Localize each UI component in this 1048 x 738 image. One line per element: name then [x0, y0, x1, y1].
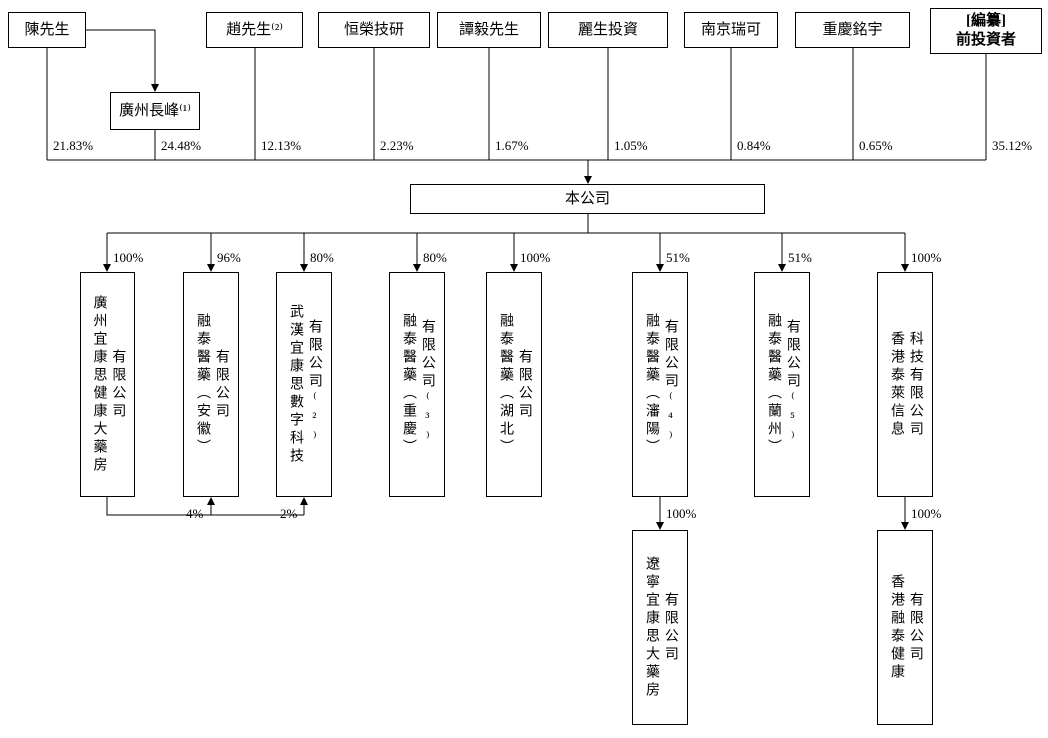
pct-zhao: 12.13% [261, 138, 302, 153]
subsidiary-label: 融泰醫藥（重慶） 有限公司⁽³⁾ [401, 312, 435, 457]
node-chongqing-mingyu: 重慶銘宇 [795, 12, 910, 48]
node-rongtai-chongqing: 融泰醫藥（重慶） 有限公司⁽³⁾ [389, 272, 445, 497]
pct-lisheng: 1.05% [614, 138, 648, 153]
pct-tanyi: 1.67% [495, 138, 529, 153]
pct-sub-4: 100% [520, 250, 551, 265]
node-lisheng-investment: 麗生投資 [548, 12, 668, 48]
node-rongtai-hubei: 融泰醫藥（湖北） 有限公司 [486, 272, 542, 497]
node-hengrong-tech: 恒榮技研 [318, 12, 430, 48]
node-rongtai-anhui: 融泰醫藥（安徽） 有限公司 [183, 272, 239, 497]
pct-hk-health: 100% [911, 506, 942, 521]
node-company: 本公司 [410, 184, 765, 214]
subsidiary-label: 融泰醫藥（瀋陽） 有限公司⁽⁴⁾ [644, 312, 678, 457]
pct-hengrong: 2.23% [380, 138, 414, 153]
subsidiary-label: 武漢宜康思數字科技 有限公司⁽²⁾ [288, 303, 322, 466]
subsidiary-label: 融泰醫藥（湖北） 有限公司 [498, 312, 532, 457]
subsidiary-label: 香港泰萊信息 科技有限公司 [889, 330, 923, 439]
pct-sub-0: 100% [113, 250, 144, 265]
pct-sub-5: 51% [666, 250, 690, 265]
node-liaoning-yikangsi-pharmacy: 遼寧宜康思大藥房 有限公司 [632, 530, 688, 725]
node-mr-tanyi: 譚毅先生 [437, 12, 541, 48]
subsidiary-label: 融泰醫藥（安徽） 有限公司 [195, 312, 229, 457]
pct-sub-2: 80% [310, 250, 334, 265]
pct-cross-2: 2% [280, 506, 298, 521]
pct-pre-investors: 35.12% [992, 138, 1033, 153]
pct-sub-6: 51% [788, 250, 812, 265]
subsidiary-label: 融泰醫藥（蘭州） 有限公司⁽⁵⁾ [766, 312, 800, 457]
node-hk-tailai-info: 香港泰萊信息 科技有限公司 [877, 272, 933, 497]
node-mr-zhao: 趙先生⁽²⁾ [206, 12, 303, 48]
subsidiary-label: 廣州宜康思健康大藥房 有限公司 [91, 294, 126, 475]
pct-nanjing: 0.84% [737, 138, 771, 153]
node-rongtai-shenyang: 融泰醫藥（瀋陽） 有限公司⁽⁴⁾ [632, 272, 688, 497]
node-guangzhou-yikangsi-pharmacy: 廣州宜康思健康大藥房 有限公司 [80, 272, 135, 497]
pct-chen: 21.83% [53, 138, 94, 153]
subsidiary-label: 遼寧宜康思大藥房 有限公司 [644, 555, 678, 700]
subsidiary-label: 香港融泰健康 有限公司 [889, 573, 923, 682]
pct-sub-3: 80% [423, 250, 447, 265]
node-mr-chen: 陳先生 [8, 12, 86, 48]
node-pre-investors: [編纂] 前投資者 [930, 8, 1042, 54]
pct-sub-1: 96% [217, 250, 241, 265]
pct-liaoning: 100% [666, 506, 697, 521]
pct-chongqing: 0.65% [859, 138, 893, 153]
pct-sub-7: 100% [911, 250, 942, 265]
node-guangzhou-changfeng: 廣州長峰⁽¹⁾ [110, 92, 200, 130]
node-hk-rongtai-health: 香港融泰健康 有限公司 [877, 530, 933, 725]
node-nanjing-ruike: 南京瑞可 [684, 12, 778, 48]
node-wuhan-yikangsi-digital: 武漢宜康思數字科技 有限公司⁽²⁾ [276, 272, 332, 497]
node-rongtai-lanzhou: 融泰醫藥（蘭州） 有限公司⁽⁵⁾ [754, 272, 810, 497]
pct-cross-4: 4% [186, 506, 204, 521]
pct-changfeng: 24.48% [161, 138, 202, 153]
